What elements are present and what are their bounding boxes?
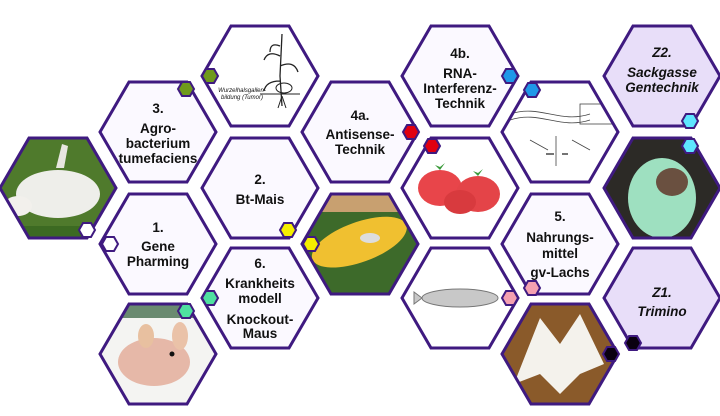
tile-label: Technik xyxy=(435,96,486,111)
tile-number: 1. xyxy=(152,220,163,235)
blue-marker-icon xyxy=(522,82,542,98)
tile-label: bacterium xyxy=(126,136,191,151)
tomato-image xyxy=(400,136,520,240)
tile-label: Gene xyxy=(141,239,175,254)
black-marker-icon xyxy=(601,346,621,362)
tile-number: 4b. xyxy=(450,46,470,61)
black-marker-icon xyxy=(623,335,643,351)
tile-label: mittel xyxy=(542,246,578,261)
tile-label: Pharming xyxy=(127,254,189,269)
tile-label: Nahrungs- xyxy=(526,230,594,245)
tile-label: Bt-Mais xyxy=(236,192,285,207)
trimino-image xyxy=(500,302,620,406)
mint-marker-icon xyxy=(176,303,196,319)
tile-label: Knockout- xyxy=(227,312,294,327)
plant-caption-line2: bildung (Tumor) xyxy=(221,95,263,101)
tile-6-krankheitsmodell[interactable]: 6. Krankheits modell Knockout- Maus xyxy=(200,246,320,350)
tile-number: Z2. xyxy=(651,45,672,60)
tile-label: modell xyxy=(238,291,282,306)
blue-marker-icon xyxy=(500,68,520,84)
plant-caption-line1: Wurzelhalsgallen- xyxy=(218,88,266,94)
tile-label: tumefaciens xyxy=(119,151,198,166)
tile-4b-rna-interferenz[interactable]: 4b. RNA- Interferenz- Technik xyxy=(400,24,520,128)
weevil-image xyxy=(602,136,720,240)
pink-marker-icon xyxy=(522,280,542,296)
white-marker-icon xyxy=(77,222,97,238)
tile-number: Z1. xyxy=(651,285,672,300)
tile-2-bt-mais[interactable]: 2. Bt-Mais xyxy=(200,136,320,240)
tile-3-agrobacterium[interactable]: 3. Agro- bacterium tumefaciens xyxy=(98,80,218,184)
red-marker-icon xyxy=(401,124,421,140)
yellow-marker-icon xyxy=(278,222,298,238)
tile-label: Agro- xyxy=(140,121,176,136)
goat-image xyxy=(0,136,118,240)
tile-number: 3. xyxy=(152,101,163,116)
pink-marker-icon xyxy=(500,290,520,306)
cyan-marker-icon xyxy=(680,113,700,129)
tile-label: Krankheits xyxy=(225,276,295,291)
tile-label: Interferenz- xyxy=(423,81,497,96)
tile-number: 2. xyxy=(254,172,265,187)
mint-marker-icon xyxy=(200,290,220,306)
tile-label: Gentechnik xyxy=(625,80,700,95)
tile-z2-sackgasse-gentechnik[interactable]: Z2. Sackgasse Gentechnik xyxy=(602,24,720,128)
tile-4a-antisense[interactable]: 4a. Antisense- Technik xyxy=(300,80,420,184)
tile-label: gv-Lachs xyxy=(530,265,589,280)
green-marker-icon xyxy=(200,68,220,84)
tile-label: RNA- xyxy=(443,66,477,81)
rna-interference-diagram xyxy=(500,80,620,184)
tile-label: Trimino xyxy=(637,304,686,319)
tile-number: 4a. xyxy=(351,108,370,123)
tile-number: 6. xyxy=(254,256,265,271)
salmon-image xyxy=(400,246,520,350)
cyan-marker-icon xyxy=(680,138,700,154)
white-marker-icon xyxy=(100,236,120,252)
tile-label: Sackgasse xyxy=(627,65,697,80)
tile-5-gv-lachs[interactable]: 5. Nahrungs- mittel gv-Lachs xyxy=(500,192,620,296)
yellow-marker-icon xyxy=(301,236,321,252)
green-marker-icon xyxy=(176,81,196,97)
plant-tumor-image: Wurzelhalsgallen- bildung (Tumor) xyxy=(200,24,320,128)
tile-label: Technik xyxy=(335,142,386,157)
nude-mouse-image xyxy=(98,302,218,406)
tile-label: Antisense- xyxy=(325,127,394,142)
tile-z1-trimino[interactable]: Z1. Trimino xyxy=(602,246,720,350)
tile-label: Maus xyxy=(243,326,278,341)
tile-number: 5. xyxy=(554,209,565,224)
tile-1-gene-pharming[interactable]: 1. Gene Pharming xyxy=(98,192,218,296)
connector-markers xyxy=(77,68,700,362)
corn-image xyxy=(300,192,420,296)
red-marker-icon xyxy=(422,138,442,154)
